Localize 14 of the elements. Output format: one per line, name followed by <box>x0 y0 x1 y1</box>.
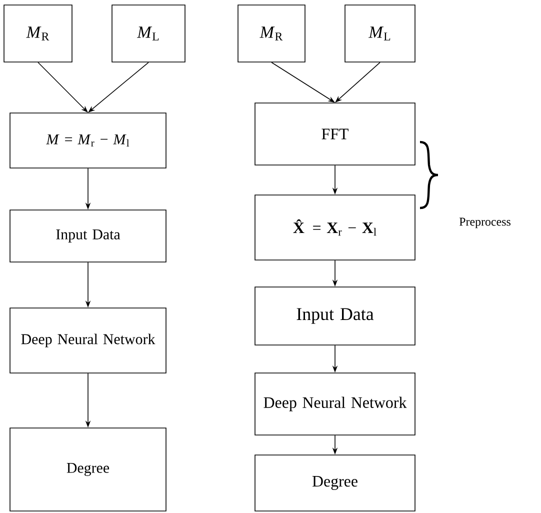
process-box: Deep Neural Network <box>10 308 166 374</box>
process-box: X̂ = X$_{r}$ − X$_{l}$ <box>254 194 416 260</box>
process-box: M$_{R}$ <box>238 4 306 62</box>
process-box: Input Data <box>254 286 416 346</box>
label: Preprocess <box>459 218 510 228</box>
process-box: M$_{R}$ <box>4 4 72 62</box>
process-box: M$_{L}$ <box>112 4 186 62</box>
process-box: Degree <box>254 454 416 512</box>
process-box: Deep Neural Network <box>254 372 416 436</box>
process-box: Input Data <box>10 210 166 262</box>
process-box: Degree <box>10 428 166 512</box>
process-box: M = M$_{r}$ − M$_{l}$ <box>10 112 166 168</box>
process-box: M$_{L}$ <box>344 4 416 62</box>
process-box: FFT <box>254 102 416 166</box>
